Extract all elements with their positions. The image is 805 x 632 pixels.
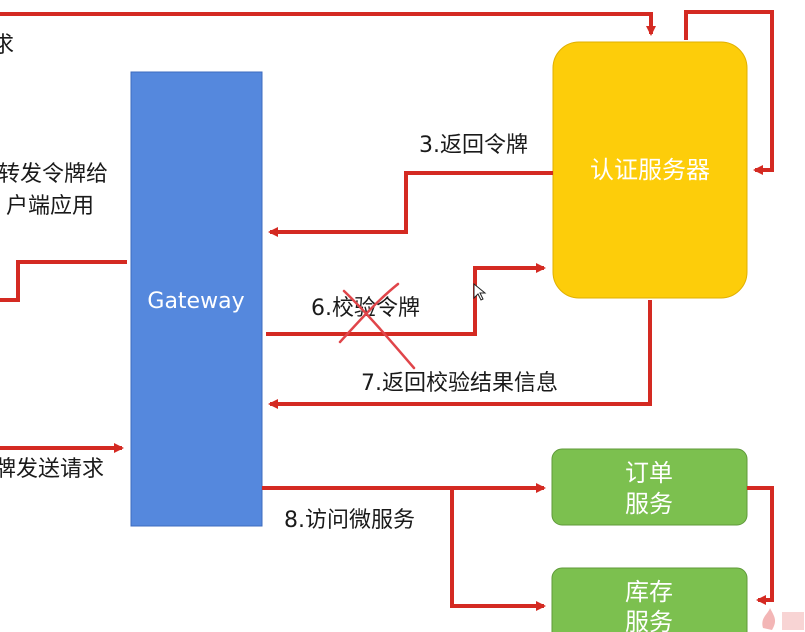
order-service-label-line2: 服务: [625, 490, 673, 518]
arrow-auth-self-loop: [684, 10, 774, 175]
order-service-label-line1: 订单: [625, 459, 673, 487]
arrow-top-to-auth: [0, 12, 656, 36]
arrow-order-to-inventory: [747, 486, 774, 605]
arrow-return-verify-result: [268, 300, 652, 409]
label-verify-token: 6.校验令牌: [311, 296, 420, 321]
watermark-logo-icon: [762, 608, 804, 630]
label-send-request: 牌发送请求: [0, 457, 104, 482]
gateway-box: [130, 71, 263, 527]
mouse-cursor-icon: [473, 282, 487, 301]
label-forward-token-line2: 户端应用: [6, 194, 94, 219]
auth-server-box: [552, 41, 748, 299]
label-return-token: 3.返回令牌: [419, 133, 528, 158]
label-return-verify-result: 7.返回校验结果信息: [361, 371, 558, 396]
inventory-service-box: [551, 567, 748, 632]
label-top-left-fragment: 求: [0, 33, 14, 58]
gateway-label: Gateway: [147, 289, 244, 314]
label-forward-token-line1: 转发令牌给: [0, 162, 108, 187]
label-access-microservice: 8.访问微服务: [284, 508, 415, 533]
inventory-service-label-line2: 服务: [625, 608, 673, 632]
arrow-return-token: [268, 171, 553, 237]
inventory-service-label-line1: 库存: [625, 578, 673, 606]
auth-server-label: 认证服务器: [590, 156, 710, 184]
arrow-to-inventory-service: [450, 488, 546, 611]
arrow-verify-token: [266, 263, 546, 336]
cross-out-mark: [338, 282, 416, 370]
line-forward-token: [0, 260, 127, 302]
